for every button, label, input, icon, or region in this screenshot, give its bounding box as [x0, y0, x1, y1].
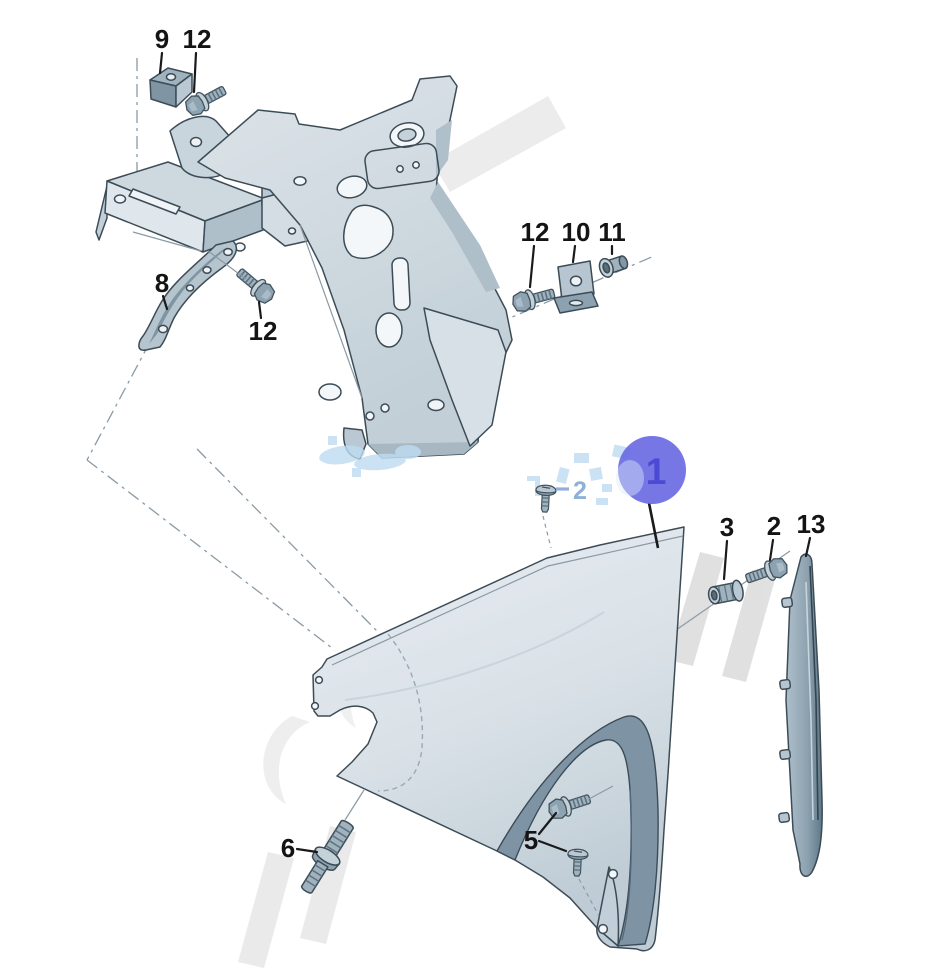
bracket-part-10[interactable] [553, 260, 599, 314]
body-side-structure[interactable] [95, 75, 513, 460]
strip-part-13[interactable] [778, 553, 823, 878]
leader-screw-5-upper [588, 785, 614, 800]
nut-part-3[interactable] [707, 579, 745, 606]
callout-12-left-label[interactable]: 12 [249, 316, 278, 346]
callout-labels: 9 12 8 12 12 10 11 2 3 2 13 6 5 [155, 24, 826, 863]
bracket-part-9[interactable] [149, 67, 193, 108]
grommet-part-11[interactable] [597, 252, 630, 279]
callout-12-top-label[interactable]: 12 [183, 24, 212, 54]
bolt-part-12-left[interactable] [231, 263, 279, 308]
callout-9-label[interactable]: 9 [155, 24, 169, 54]
bracket-part-8[interactable] [138, 240, 238, 351]
callout-3-label[interactable]: 3 [720, 512, 734, 542]
stud-part-6[interactable] [294, 815, 360, 898]
callout-12-mid-label[interactable]: 12 [521, 217, 550, 247]
leader-structure-to-bolt-12-left [207, 250, 247, 280]
callout-10-label[interactable]: 10 [562, 217, 591, 247]
highlighted-callout-1[interactable]: 1 [616, 436, 686, 504]
hotspot-smudge [616, 460, 644, 496]
callout-8-label[interactable]: 8 [155, 268, 169, 298]
leader-screw-2-dashed [542, 515, 552, 549]
fender-part-1[interactable] [310, 526, 685, 952]
leader-fender-to-stud-6 [344, 789, 365, 821]
callout-2-right-label[interactable]: 2 [767, 511, 781, 541]
hotspot-circle[interactable] [618, 436, 686, 504]
bolt-part-12-mid[interactable] [509, 282, 558, 315]
callout-5-label[interactable]: 5 [524, 825, 538, 855]
callout-1-label[interactable]: 1 [646, 451, 667, 492]
highlight-stem [647, 502, 660, 549]
callout-13-label[interactable]: 13 [797, 509, 826, 539]
leader-screw-5-dashed [578, 878, 600, 917]
callout-2-mid-label[interactable]: 2 [573, 477, 587, 505]
leader-structure-to-bracket-8 [132, 231, 202, 252]
callout-6-label[interactable]: 6 [281, 833, 295, 863]
callout-11-label[interactable]: 11 [598, 217, 626, 247]
callout-leaders [158, 51, 812, 854]
screw-part-2-mid[interactable] [534, 484, 557, 514]
